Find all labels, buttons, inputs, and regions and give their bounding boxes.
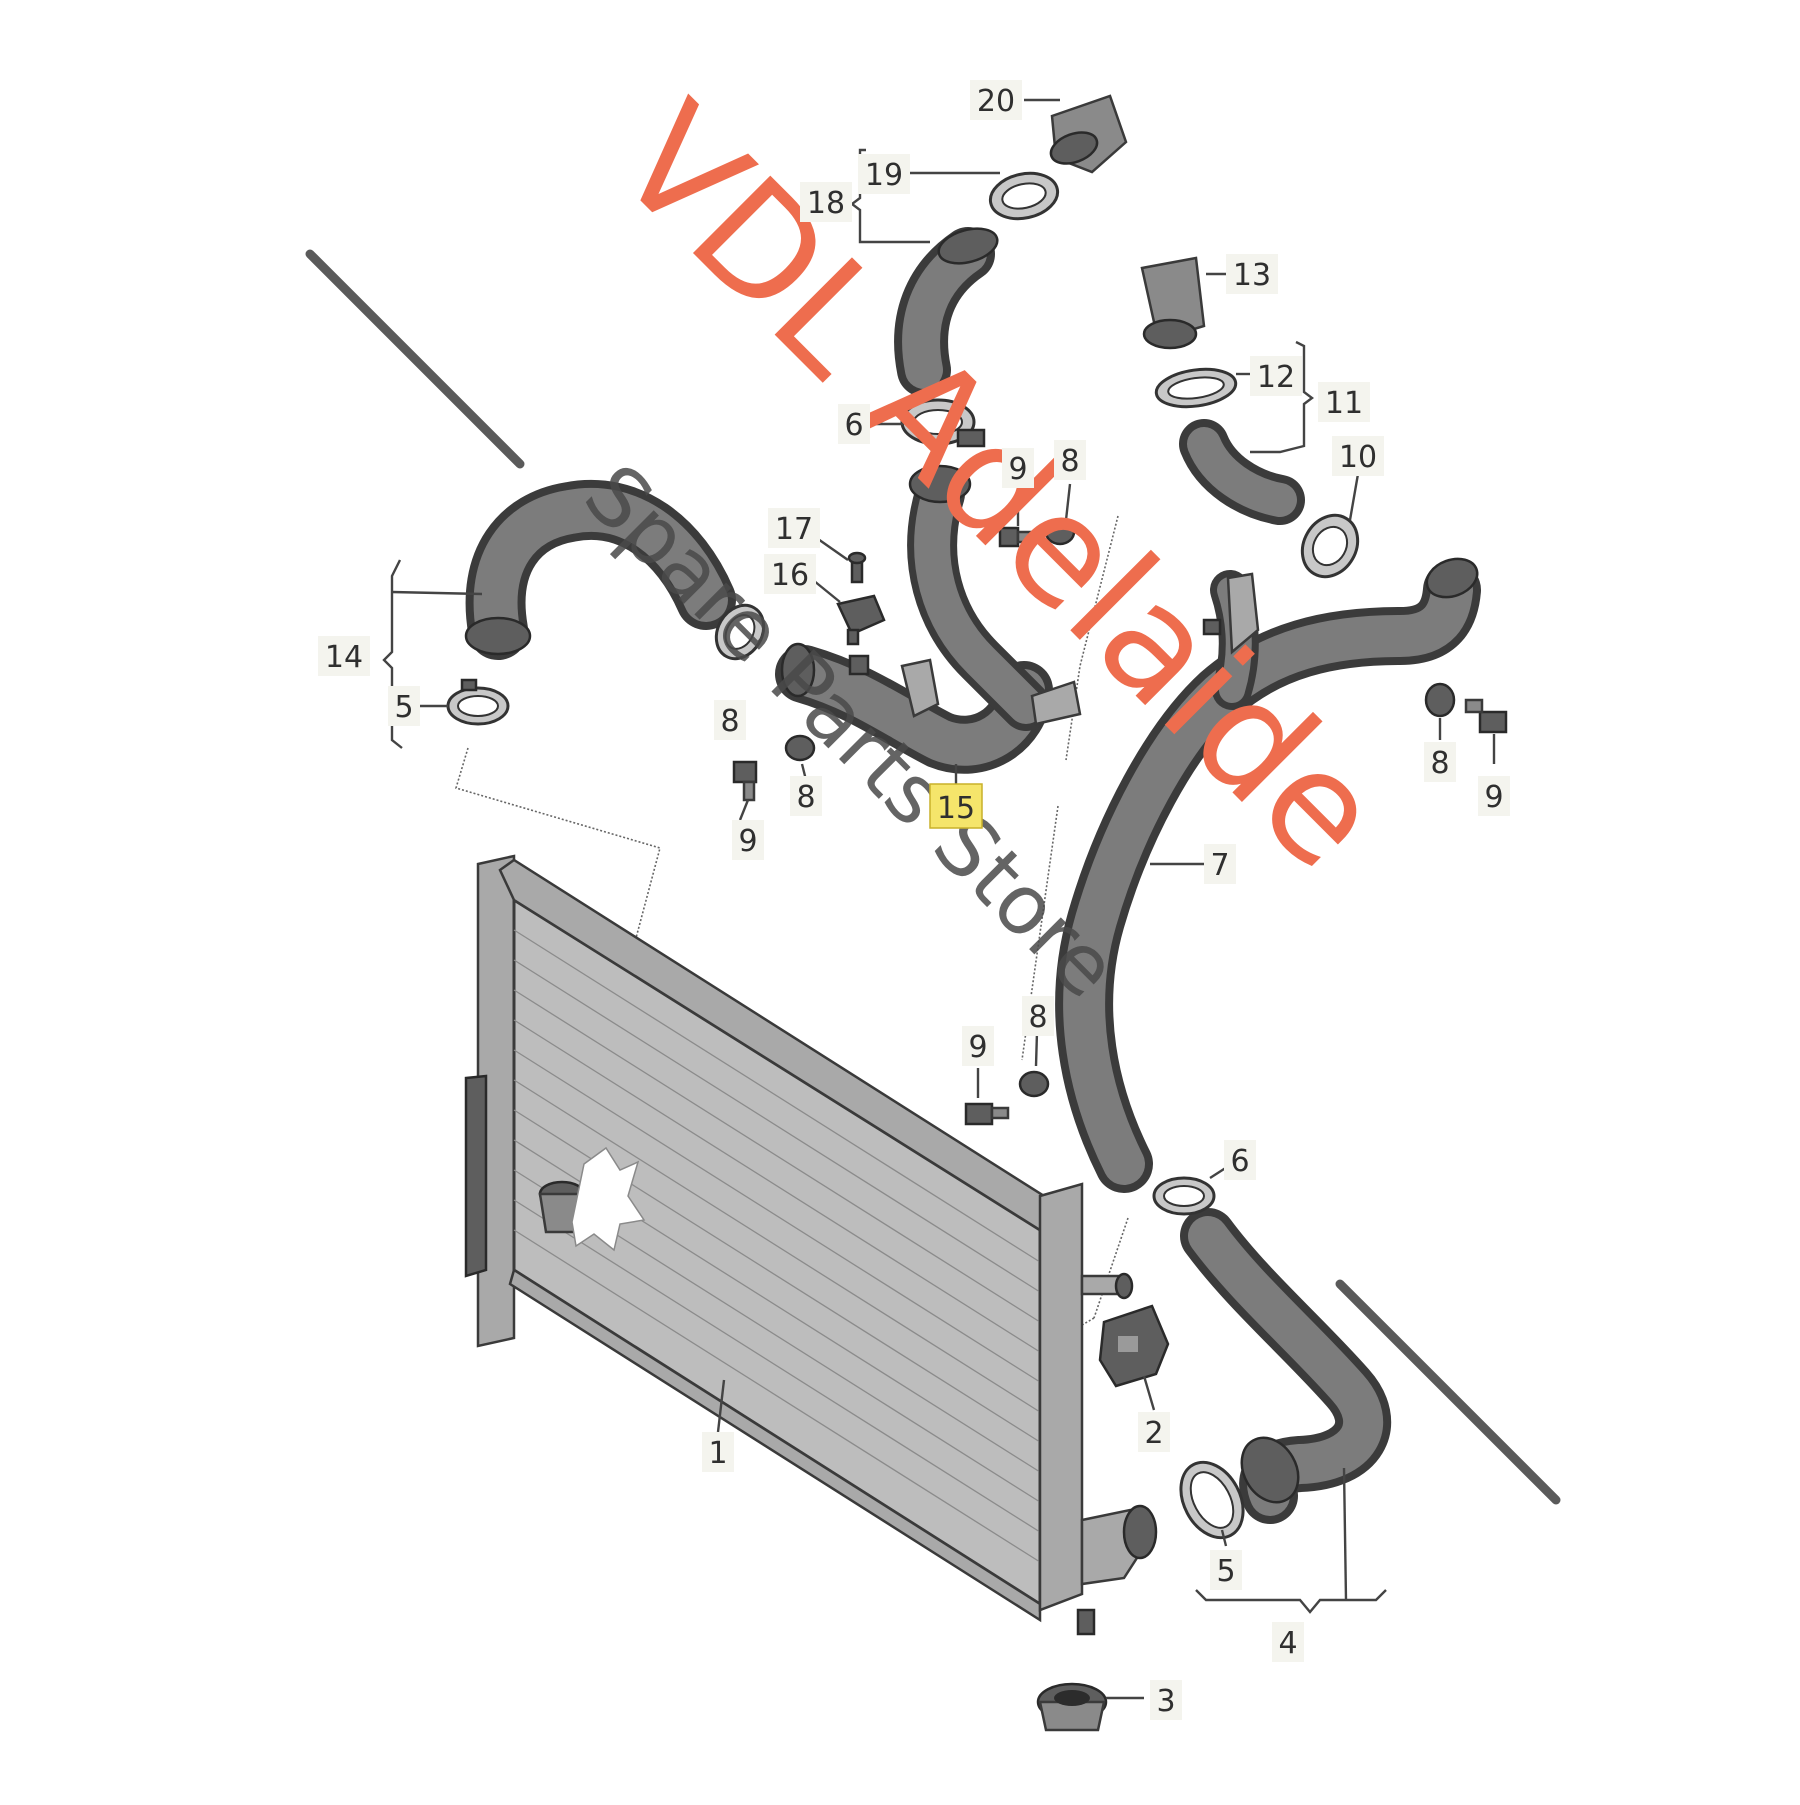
- label-1: 1: [708, 1436, 727, 1471]
- corner-accent-lines: [305, 249, 1561, 1505]
- connector-part-20: [1049, 94, 1128, 174]
- clamp-part-5-lower: [1179, 1460, 1245, 1540]
- sensor-part-16: [836, 594, 886, 646]
- y-pipe-part-15: [775, 464, 1082, 774]
- label-9-center: 9: [968, 1030, 987, 1065]
- label-8-right: 8: [1430, 746, 1449, 781]
- hose-part-11: [1179, 419, 1305, 525]
- label-20: 20: [977, 84, 1015, 119]
- clamp-part-10: [1300, 513, 1360, 579]
- watermark: VDL Adelaide Spare Parts Store: [566, 72, 1415, 1016]
- label-2: 2: [1144, 1416, 1163, 1451]
- label-7: 7: [1210, 848, 1229, 883]
- bolt-part-17: [847, 551, 867, 584]
- label-4: 4: [1278, 1626, 1297, 1661]
- nut-part-8-d: [1018, 1070, 1050, 1098]
- label-16: 16: [771, 558, 809, 593]
- nut-part-8-c: [1424, 682, 1456, 718]
- rubber-mount-part-3: [1036, 1682, 1108, 1732]
- label-8-left-upper: 8: [720, 704, 739, 739]
- label-8-center: 8: [1028, 1000, 1047, 1035]
- label-9-top: 9: [1008, 452, 1027, 487]
- clamp-part-6-upper: [900, 398, 986, 448]
- hose-part-18: [894, 227, 999, 397]
- part-labels: 20 19 18 13 12 11 10 6 9 8 17 16 14 5 8 …: [318, 80, 1510, 1720]
- bolt-part-9-b: [732, 760, 758, 802]
- clamp-part-12: [1154, 367, 1238, 409]
- label-8-left: 8: [796, 780, 815, 815]
- label-18: 18: [807, 186, 845, 221]
- intercooler: [464, 854, 1158, 1636]
- hose-part-14: [464, 479, 736, 660]
- bolt-part-9-a: [998, 526, 1038, 548]
- label-5-lower: 5: [1216, 1554, 1235, 1589]
- label-6-lower: 6: [1230, 1144, 1249, 1179]
- label-8-top: 8: [1060, 444, 1079, 479]
- label-12: 12: [1257, 360, 1295, 395]
- label-13: 13: [1233, 258, 1271, 293]
- label-9-left: 9: [738, 824, 757, 859]
- clamp-part-5-upper: [446, 678, 510, 726]
- nut-part-8-b: [784, 734, 816, 762]
- label-6-upper: 6: [844, 408, 863, 443]
- label-17: 17: [775, 512, 813, 547]
- fasteners: [732, 518, 1508, 1126]
- label-14: 14: [325, 640, 363, 675]
- bolt-part-9-d: [964, 1102, 1010, 1126]
- label-9-right: 9: [1484, 780, 1503, 815]
- label-10: 10: [1339, 440, 1377, 475]
- bracket-part-2: [1098, 1304, 1170, 1388]
- nut-part-8-a: [1044, 518, 1076, 546]
- clamp-part-6-lower: [1152, 1176, 1216, 1216]
- label-3: 3: [1156, 1684, 1175, 1719]
- bolt-part-9-c: [1464, 698, 1508, 734]
- label-5-upper: 5: [394, 690, 413, 725]
- label-19: 19: [865, 158, 903, 193]
- clamp-part-14-small: [714, 603, 766, 661]
- connector-part-13: [1140, 256, 1206, 350]
- label-15: 15: [937, 791, 975, 826]
- label-11: 11: [1325, 386, 1363, 421]
- hose-part-4: [1180, 1208, 1392, 1524]
- charge-pipe-part-7: [1055, 557, 1481, 1193]
- clamp-part-19: [988, 171, 1060, 221]
